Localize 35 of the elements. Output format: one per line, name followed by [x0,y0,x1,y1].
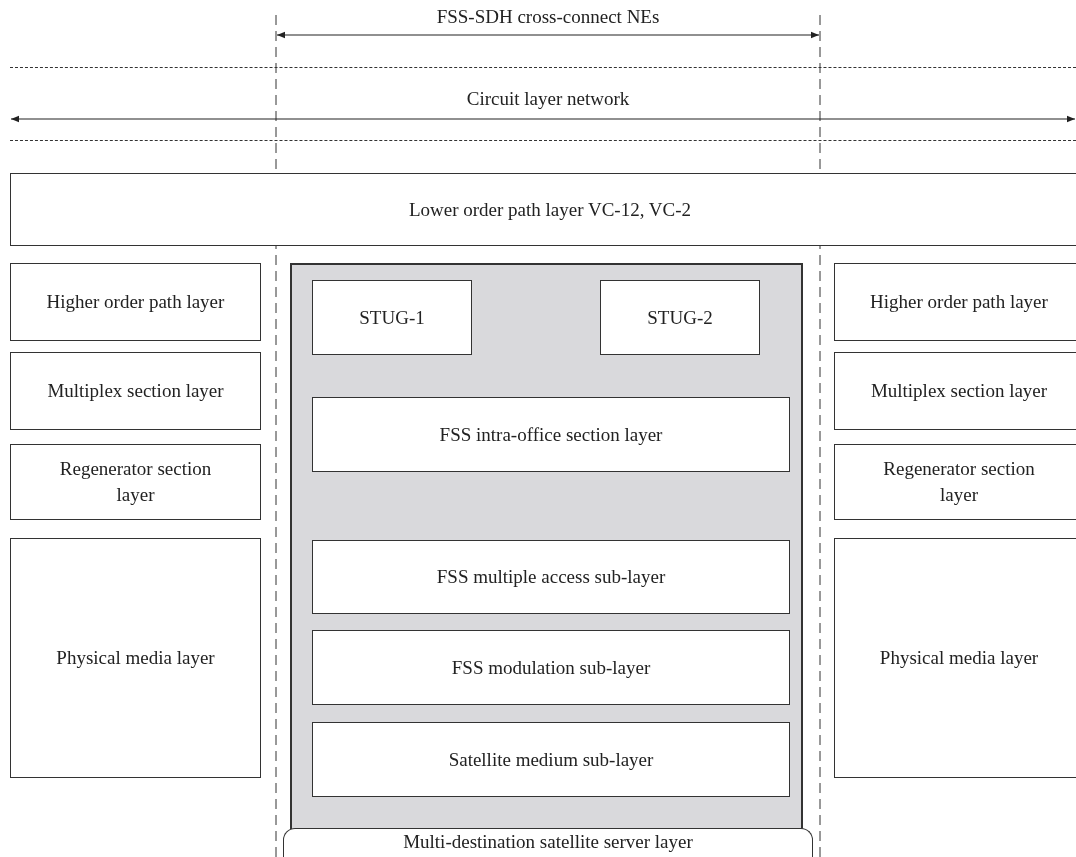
layer-box [312,280,472,355]
dashed-band [10,67,1076,141]
layer-box [10,173,1076,246]
layer-box [312,722,790,797]
layer-label: FSS intra-office section layer [438,422,664,447]
layer-label: STUG-2 [646,305,714,330]
dimension-label: FSS-SDH cross-connect NEs [435,6,661,28]
layer-box [10,263,261,341]
layer-box [312,540,790,614]
layer-label: FSS multiple access sub-layer [435,565,667,590]
layer-box [10,444,261,520]
layer-label: Physical media layer [878,646,1040,671]
layer-box [834,263,1076,341]
layer-box [283,828,813,857]
layer-label: Multi-destination satellite server layer [402,831,694,854]
layer-label: Circuit layer network [465,87,631,111]
layer-label: Higher order path layer [869,290,1049,315]
layer-label: Regenerator section layer [882,457,1036,507]
layer-label: Lower order path layer VC-12, VC-2 [407,197,693,222]
layer-label: Multiplex section layer [46,379,225,404]
layer-label: Physical media layer [55,646,216,671]
layer-box [834,352,1076,430]
layer-box [600,280,760,355]
layer-label: STUG-1 [358,305,426,330]
layer-label: Regenerator section layer [58,457,213,507]
layer-box [834,538,1076,778]
layer-label: FSS modulation sub-layer [450,655,652,680]
layer-box [10,538,261,778]
layer-label: Higher order path layer [45,290,226,315]
layer-label: Satellite medium sub-layer [447,747,655,772]
layer-box [10,352,261,430]
layer-box [834,444,1076,520]
layer-label: Multiplex section layer [869,379,1049,404]
layer-box [312,630,790,705]
layer-box [312,397,790,472]
